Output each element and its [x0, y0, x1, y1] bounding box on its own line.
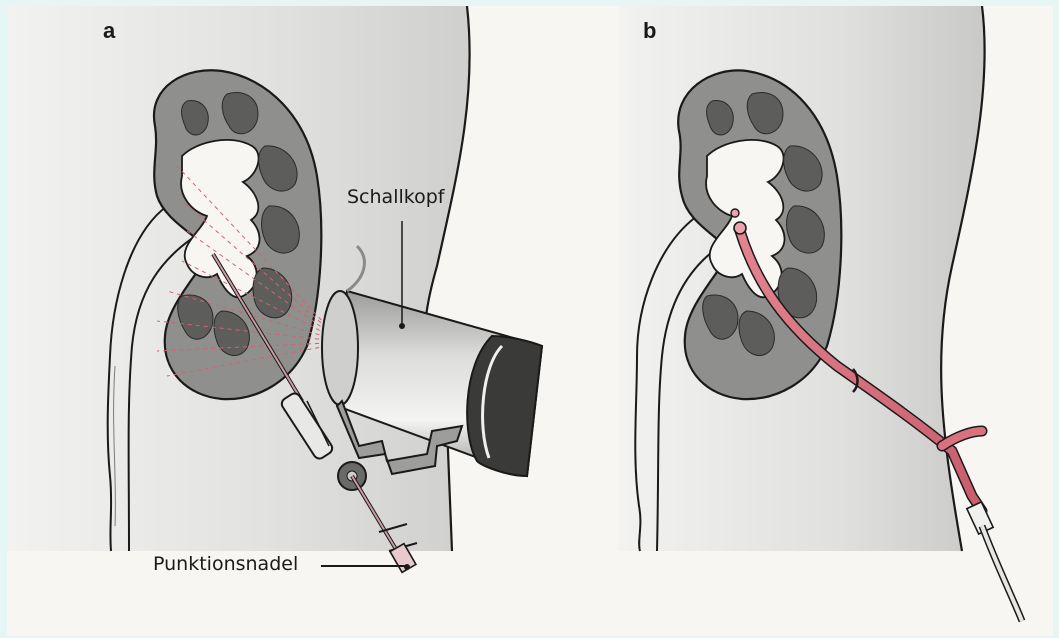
illustration — [7, 6, 1053, 636]
panel-a — [7, 6, 542, 572]
transducer-label: Schallkopf — [347, 186, 444, 208]
panel-label-a: a — [103, 18, 115, 44]
panel-label-b: b — [643, 18, 656, 44]
transducer-callout-dot — [399, 323, 405, 329]
panel-b — [619, 6, 1022, 621]
needle-label: Punktionsnadel — [153, 553, 298, 575]
figure-canvas: a b Schallkopf Punktionsnadel — [7, 6, 1053, 636]
needle-callout-dot — [404, 564, 410, 570]
